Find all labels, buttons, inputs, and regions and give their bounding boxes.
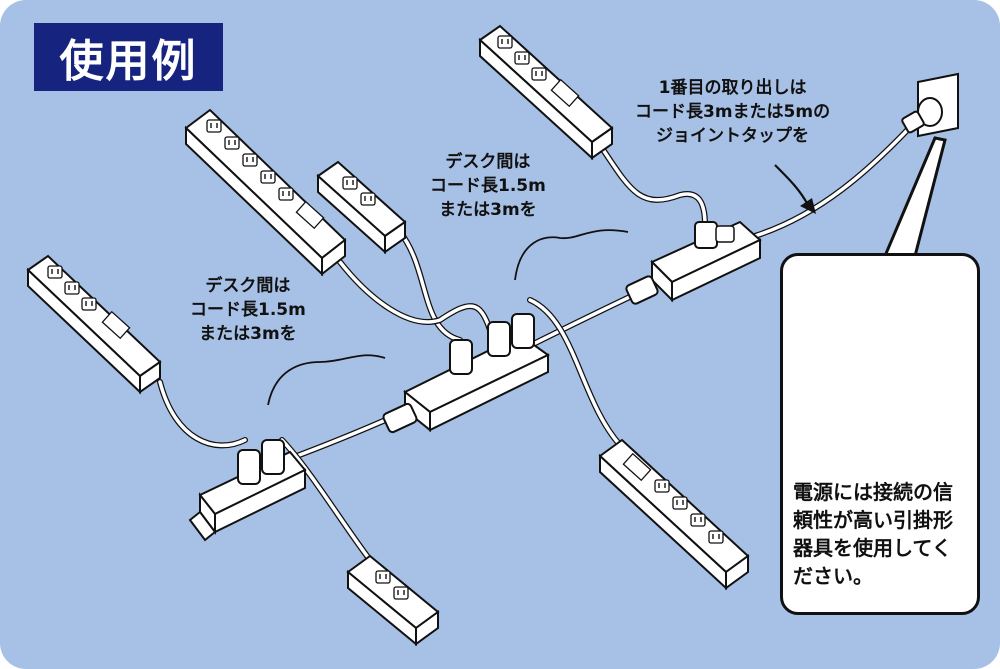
leader-first-takeout: [774, 164, 809, 206]
joint-tap-center: [382, 313, 550, 434]
leader-desk-upper: [514, 229, 629, 281]
page-title: 使用例: [34, 23, 223, 91]
power-strip-bottom-small: [346, 554, 440, 647]
wall-socket: [901, 72, 959, 138]
joint-tap-left: [188, 439, 307, 542]
label-first-takeout: 1番目の取り出しは コード長3mまたは5mの ジョイントタップを: [635, 78, 831, 146]
callout-pointer: [882, 136, 947, 258]
label-desk-upper: デスク間は コード長1.5m または3mを: [430, 152, 546, 220]
receptacle-callout: 電源には接続の信 頼性が高い引掛形 器具を使用してく ださい。: [780, 253, 980, 615]
callout-text: 電源には接続の信 頼性が高い引掛形 器具を使用してく ださい。: [793, 480, 953, 588]
leader-desk-lower: [267, 354, 386, 406]
power-strip-top-right: [478, 24, 614, 161]
joint-tap-right: [625, 220, 762, 305]
power-strip-bottom-right: [598, 438, 750, 591]
power-strip-left: [26, 254, 162, 395]
power-strip-top-left: [184, 108, 347, 277]
power-strip-small-top: [316, 160, 407, 255]
label-desk-lower: デスク間は コード長1.5m または3mを: [190, 276, 306, 344]
